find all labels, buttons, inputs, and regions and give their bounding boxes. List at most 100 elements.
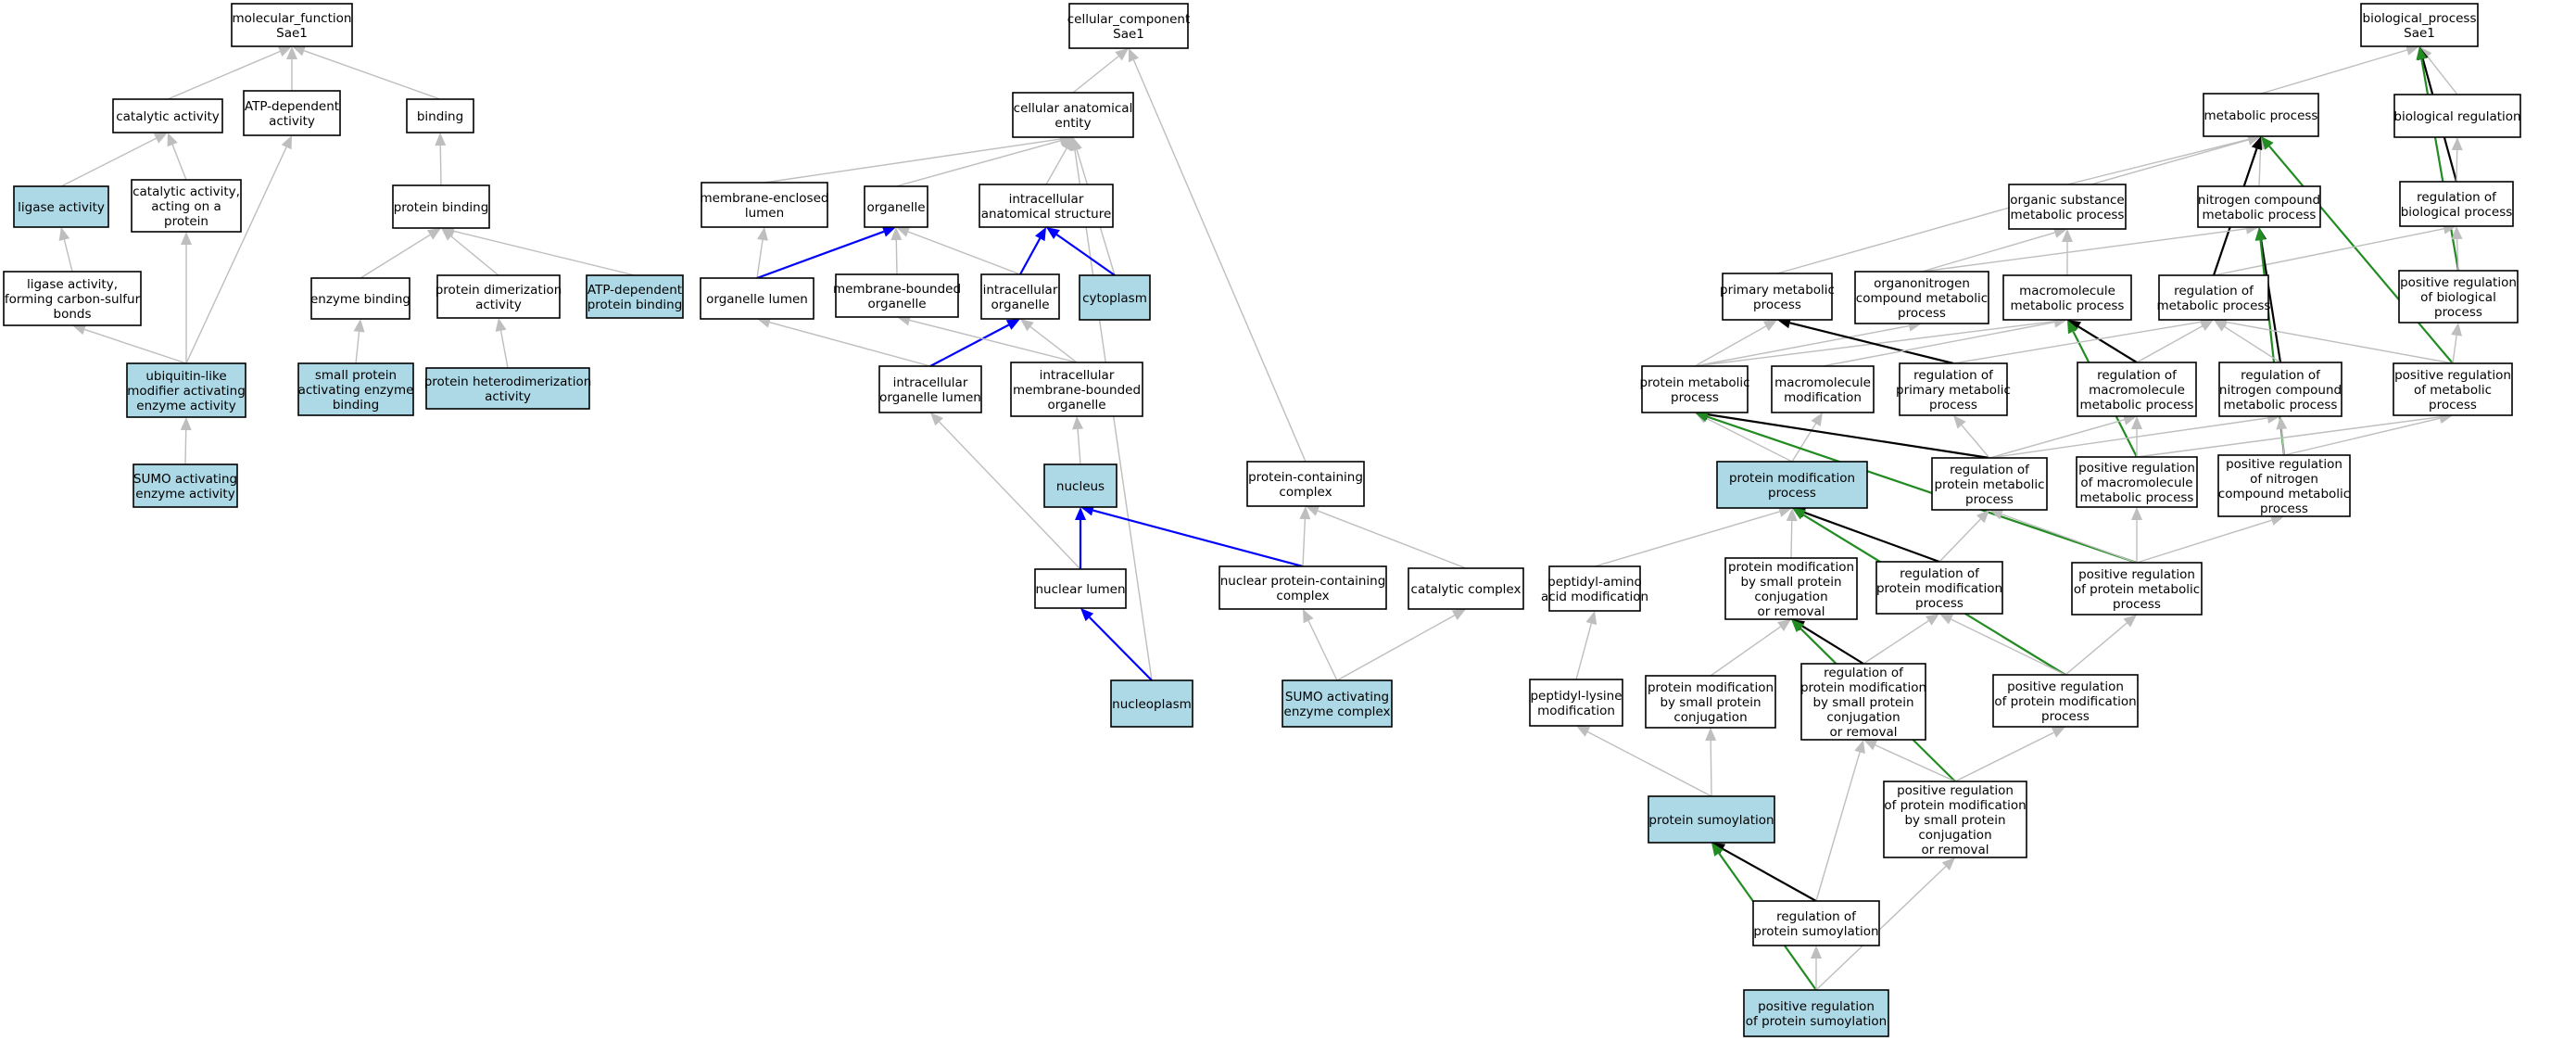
node-box bbox=[2071, 562, 2203, 616]
edge-is-a bbox=[1863, 740, 1956, 782]
go-term-node-ligase[interactable]: ligase activity bbox=[13, 185, 109, 228]
go-term-node-cat-complex[interactable]: catalytic complex bbox=[1408, 567, 1524, 610]
node-label-line: protein dimerization bbox=[436, 283, 562, 298]
edge-arrowhead bbox=[1953, 415, 1966, 429]
edge-arrowhead bbox=[1020, 319, 1034, 332]
node-box bbox=[297, 362, 414, 416]
go-term-node-org-lumen[interactable]: organelle lumen bbox=[700, 277, 814, 320]
edge-line bbox=[1045, 147, 1067, 185]
node-box bbox=[2077, 362, 2197, 417]
edge-line bbox=[1815, 866, 1947, 991]
go-term-node-bio-reg[interactable]: biological regulation bbox=[2393, 94, 2521, 138]
node-label-line: ligase activity bbox=[18, 200, 105, 215]
node-label-line: primary metabolic bbox=[1896, 383, 2011, 398]
go-term-node-ligase-cs[interactable]: ligase activity,forming carbon-sulfurbon… bbox=[3, 271, 142, 326]
go-term-node-catalytic[interactable]: catalytic activity bbox=[112, 98, 223, 133]
go-term-node-nuc-lumen[interactable]: nuclear lumen bbox=[1034, 568, 1127, 609]
node-label-line: intracellular bbox=[1009, 192, 1084, 207]
node-box bbox=[1743, 989, 1889, 1037]
go-term-node-nucleoplasm[interactable]: nucleoplasm bbox=[1110, 679, 1193, 728]
go-term-node-organelle[interactable]: organelle bbox=[864, 185, 928, 228]
node-label-line: nuclear protein-containing bbox=[1220, 574, 1386, 589]
node-label-line: or removal bbox=[1921, 843, 1989, 857]
go-term-node-binding[interactable]: binding bbox=[406, 98, 474, 133]
edge-arrowhead bbox=[1791, 619, 1805, 633]
node-label-line: positive regulation bbox=[2078, 567, 2195, 582]
node-label-line: process bbox=[1671, 390, 1719, 405]
edge-line bbox=[1789, 322, 1954, 365]
node-label-line: conjugation bbox=[1673, 710, 1747, 725]
node-label-line: protein sumoylation bbox=[1648, 813, 1774, 828]
node-label-line: organelle bbox=[866, 200, 925, 215]
go-term-node-protein-binding[interactable]: protein binding bbox=[392, 184, 490, 229]
edge-is-a bbox=[167, 45, 292, 100]
edge-line bbox=[1594, 511, 1780, 567]
node-label-line: cellular_component bbox=[1067, 12, 1190, 27]
go-term-node-cytoplasm[interactable]: cytoplasm bbox=[1079, 274, 1151, 321]
node-label-line: regulation of bbox=[2417, 190, 2497, 205]
go-term-node-nucleus[interactable]: nucleus bbox=[1043, 463, 1118, 508]
edge-arrowhead bbox=[1306, 505, 1320, 516]
go-term-node-metab[interactable]: metabolic process bbox=[2203, 93, 2319, 137]
edge-arrowhead bbox=[930, 413, 944, 426]
edge-line bbox=[1875, 744, 1956, 782]
edge-arrowhead bbox=[1058, 134, 1073, 146]
node-label-line: positive regulation bbox=[2078, 461, 2195, 476]
go-term-node-enzyme-binding[interactable]: enzyme binding bbox=[310, 277, 410, 320]
go-term-node-prot-sumo[interactable]: protein sumoylation bbox=[1648, 795, 1775, 844]
edge-is-a bbox=[1921, 222, 2259, 273]
node-label-line: binding bbox=[417, 109, 463, 124]
node-box bbox=[878, 365, 982, 413]
